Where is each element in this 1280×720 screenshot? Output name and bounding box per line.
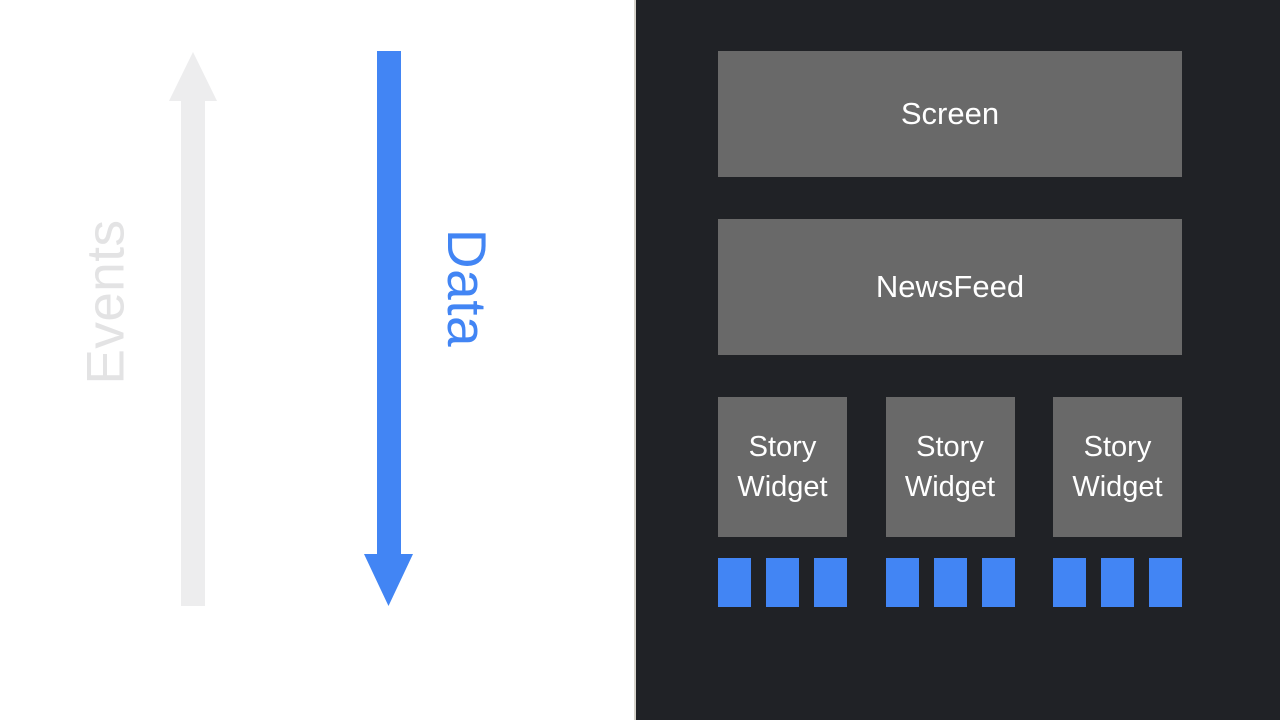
story-widget-row: Story Widget Story Widget bbox=[718, 397, 1182, 607]
leaf-block bbox=[766, 558, 799, 607]
leaf-block bbox=[885, 558, 919, 607]
story-widget-label: Story Widget bbox=[1072, 431, 1163, 503]
leaf-block bbox=[1053, 558, 1086, 607]
flow-pane: Events Data bbox=[0, 0, 634, 720]
story-widget-label: Story Widget bbox=[904, 431, 996, 503]
leaf-block bbox=[814, 558, 847, 607]
story-widget-box: Story Widget bbox=[1053, 397, 1182, 537]
events-up-arrow-icon bbox=[169, 52, 217, 606]
data-label: Data bbox=[436, 228, 498, 348]
leaf-block bbox=[933, 558, 967, 607]
story-widget-column: Story Widget bbox=[1053, 397, 1182, 607]
leaf-block-row bbox=[1053, 558, 1182, 607]
newsfeed-widget-box: NewsFeed bbox=[718, 219, 1182, 355]
story-widget-column: Story Widget bbox=[885, 397, 1015, 607]
story-widget-column: Story Widget bbox=[718, 397, 847, 607]
leaf-block bbox=[981, 558, 1015, 607]
widget-tree-panel: Screen NewsFeed Story Widget Story Widge… bbox=[634, 0, 1280, 720]
leaf-block bbox=[718, 558, 751, 607]
screen-widget-box: Screen bbox=[718, 51, 1182, 177]
story-widget-label: Story Widget bbox=[737, 431, 828, 503]
newsfeed-widget-label: NewsFeed bbox=[875, 269, 1025, 304]
leaf-block-row bbox=[885, 558, 1015, 607]
leaf-block bbox=[1101, 558, 1134, 607]
data-down-arrow-icon bbox=[364, 51, 413, 606]
story-widget-box: Story Widget bbox=[718, 397, 847, 537]
story-widget-box: Story Widget bbox=[885, 397, 1015, 537]
events-label: Events bbox=[76, 219, 136, 385]
leaf-block bbox=[1149, 558, 1182, 607]
screen-widget-label: Screen bbox=[900, 96, 1000, 131]
leaf-block-row bbox=[718, 558, 847, 607]
